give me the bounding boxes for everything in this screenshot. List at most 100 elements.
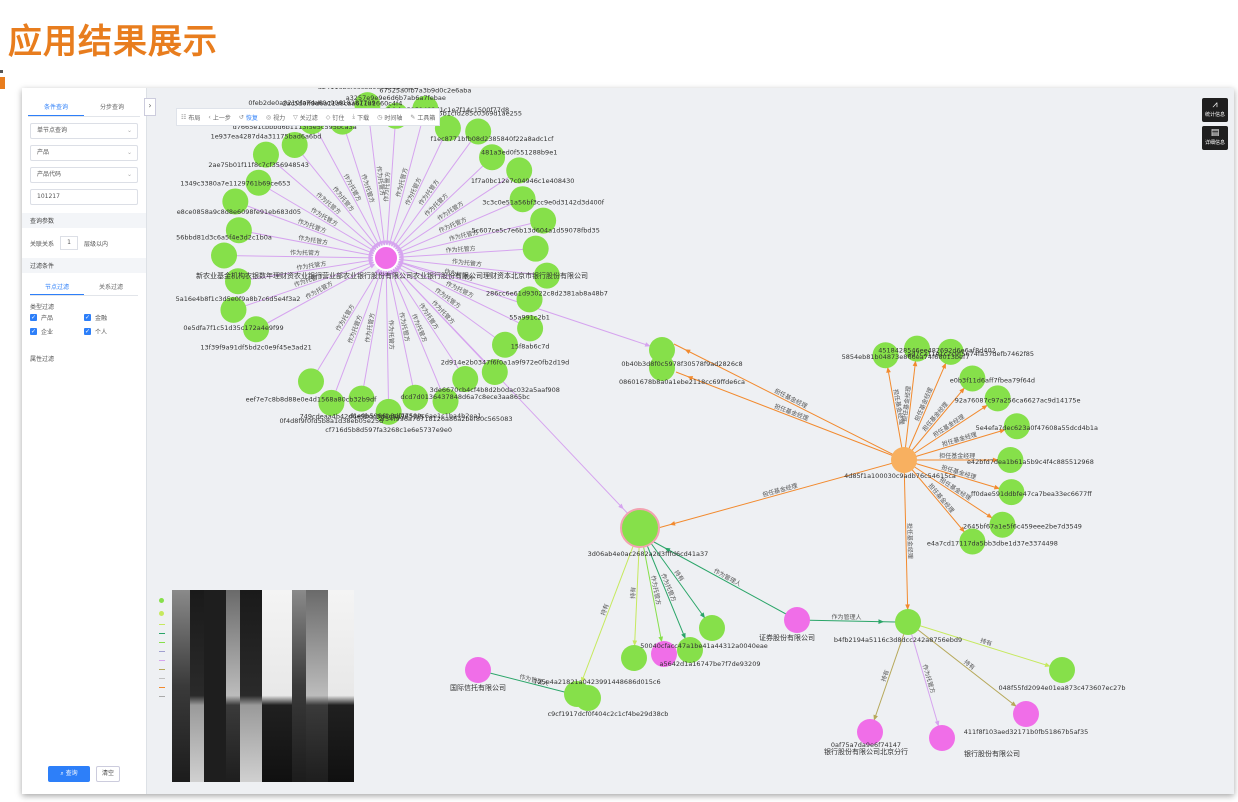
company-node[interactable] — [677, 637, 703, 663]
company-node[interactable] — [492, 331, 519, 358]
hub-node-label: b4fb2194a5116c3d8dcc242a8756ebd9 — [834, 636, 962, 644]
hub-company-node[interactable] — [895, 609, 921, 635]
person-node[interactable] — [857, 719, 883, 745]
check-product[interactable]: ✓产品 — [30, 313, 84, 322]
company-node-label: 50040cfacc47a1be41a44312a0040eae — [640, 642, 768, 650]
query-mode-select[interactable]: 单节点查询⌄ — [30, 123, 138, 139]
company-node[interactable] — [575, 685, 601, 711]
hub-fund-node[interactable] — [891, 447, 917, 473]
company-node[interactable] — [506, 157, 533, 184]
company-node[interactable] — [252, 141, 279, 168]
check-enterprise[interactable]: ✓企业 — [30, 327, 84, 336]
company-node[interactable] — [937, 338, 964, 365]
toolbar-layout-button[interactable]: ☷布局 — [181, 113, 200, 122]
hop-input[interactable]: 1 — [60, 236, 79, 250]
company-node[interactable] — [211, 242, 238, 269]
person-node[interactable] — [651, 641, 677, 667]
edge-arrow — [393, 242, 399, 249]
toolbar-filter-button[interactable]: ▽关过滤 — [293, 113, 318, 122]
company-node[interactable] — [452, 366, 479, 393]
company-node[interactable] — [959, 528, 986, 555]
company-node[interactable] — [481, 359, 508, 386]
clear-button[interactable]: 清空 — [96, 766, 120, 782]
person-node[interactable] — [929, 725, 955, 751]
hub-product-node[interactable] — [373, 245, 399, 271]
hub-node-label: 3d06ab4e0ac2682a2d3fffd6cd41a37 — [588, 550, 709, 558]
company-node[interactable] — [509, 186, 536, 213]
graph-canvas[interactable]: 作为托管方作为托管方作为托管方作为托管方作为托管方作为托管方作为托管方作为托管方… — [22, 88, 1234, 794]
chevron-down-icon: ⌄ — [126, 171, 132, 178]
node-type-select[interactable]: 产品⌄ — [30, 145, 138, 161]
company-node[interactable] — [432, 388, 459, 415]
company-node[interactable] — [699, 615, 725, 641]
person-node[interactable] — [1013, 701, 1039, 727]
tab-condition-query[interactable]: 条件查询 — [28, 98, 84, 116]
company-node[interactable] — [872, 342, 899, 369]
toolbar-download-button[interactable]: ⤓下载 — [352, 113, 369, 122]
company-node[interactable] — [522, 235, 549, 262]
company-node[interactable] — [649, 355, 675, 381]
collapse-panel-button[interactable]: › — [144, 98, 156, 116]
company-node[interactable] — [621, 645, 647, 671]
company-node[interactable] — [984, 385, 1011, 412]
manager-edge — [653, 541, 798, 621]
company-node[interactable] — [1003, 413, 1030, 440]
person-node-label: 银行股份有限公司 — [964, 749, 1020, 758]
company-node-label: 5debc5151482d1c1e7f14c1500f77d8 — [387, 106, 510, 114]
company-node[interactable] — [649, 337, 675, 363]
company-node[interactable] — [375, 398, 402, 425]
company-node[interactable] — [997, 447, 1024, 473]
company-node[interactable] — [225, 217, 252, 244]
minimap-overlay[interactable] — [172, 590, 354, 782]
search-button[interactable]: ⌕ 查询 — [48, 766, 90, 782]
person-node[interactable] — [465, 657, 491, 683]
person-node[interactable] — [784, 607, 810, 633]
tab-step-query[interactable]: 分步查询 — [99, 104, 124, 111]
company-node[interactable] — [243, 316, 270, 343]
company-node[interactable] — [402, 384, 429, 411]
company-node[interactable] — [479, 144, 506, 171]
company-node[interactable] — [517, 315, 544, 342]
search-icon: ⌕ — [60, 770, 66, 777]
company-node[interactable] — [998, 479, 1025, 506]
tab-relation-filter[interactable]: 关系过滤 — [98, 284, 123, 291]
hub-company-node[interactable] — [620, 508, 660, 548]
company-node[interactable] — [225, 268, 252, 295]
company-node[interactable] — [533, 262, 560, 289]
company-node[interactable] — [1049, 657, 1075, 683]
company-node[interactable] — [959, 365, 986, 392]
check-finance[interactable]: ✓金融 — [84, 313, 138, 322]
attribute-select[interactable]: 产品代码⌄ — [30, 167, 138, 183]
hub1-edge — [385, 220, 544, 259]
company-node[interactable] — [516, 286, 543, 313]
toolbar-back-button[interactable]: ‹上一步 — [208, 113, 230, 122]
detail-button[interactable]: ▤详细信息 — [1202, 126, 1228, 150]
toolbar-restore-button[interactable]: ↺恢复 — [239, 113, 258, 122]
company-node[interactable] — [318, 389, 345, 416]
product-code-input[interactable]: 101217 — [30, 189, 138, 205]
company-node[interactable] — [465, 118, 492, 145]
type-filter-label: 类型过滤 — [30, 304, 55, 311]
company-node[interactable] — [298, 368, 324, 395]
company-node[interactable] — [245, 169, 272, 196]
toolbar-time-button[interactable]: ◷时间轴 — [377, 113, 402, 122]
toolbar-target-button[interactable]: ◎视力 — [266, 113, 285, 122]
check-person[interactable]: ✓个人 — [84, 327, 138, 336]
stats-button[interactable]: ⩘统计信息 — [1202, 98, 1228, 122]
toolbar-tools-button[interactable]: ✎工具箱 — [410, 113, 435, 122]
company-node[interactable] — [281, 131, 308, 158]
company-node[interactable] — [434, 115, 461, 142]
edge-arrow — [632, 640, 638, 647]
query-actions: ⌕ 查询 清空 — [48, 766, 120, 782]
company-node[interactable] — [222, 188, 249, 215]
company-node[interactable] — [348, 385, 375, 412]
company-node-label: 2ae75b01f11f8c7cf356948543 — [208, 161, 309, 169]
company-node[interactable] — [904, 335, 931, 362]
company-node[interactable] — [220, 296, 247, 323]
chevron-down-icon: ⌄ — [126, 127, 132, 134]
company-node[interactable] — [530, 207, 557, 234]
tab-node-filter[interactable]: 节点过滤 — [30, 279, 84, 295]
company-node[interactable] — [989, 511, 1016, 538]
toolbar-mark-button[interactable]: ◇钉住 — [326, 113, 345, 122]
hub1-edge — [385, 257, 416, 398]
